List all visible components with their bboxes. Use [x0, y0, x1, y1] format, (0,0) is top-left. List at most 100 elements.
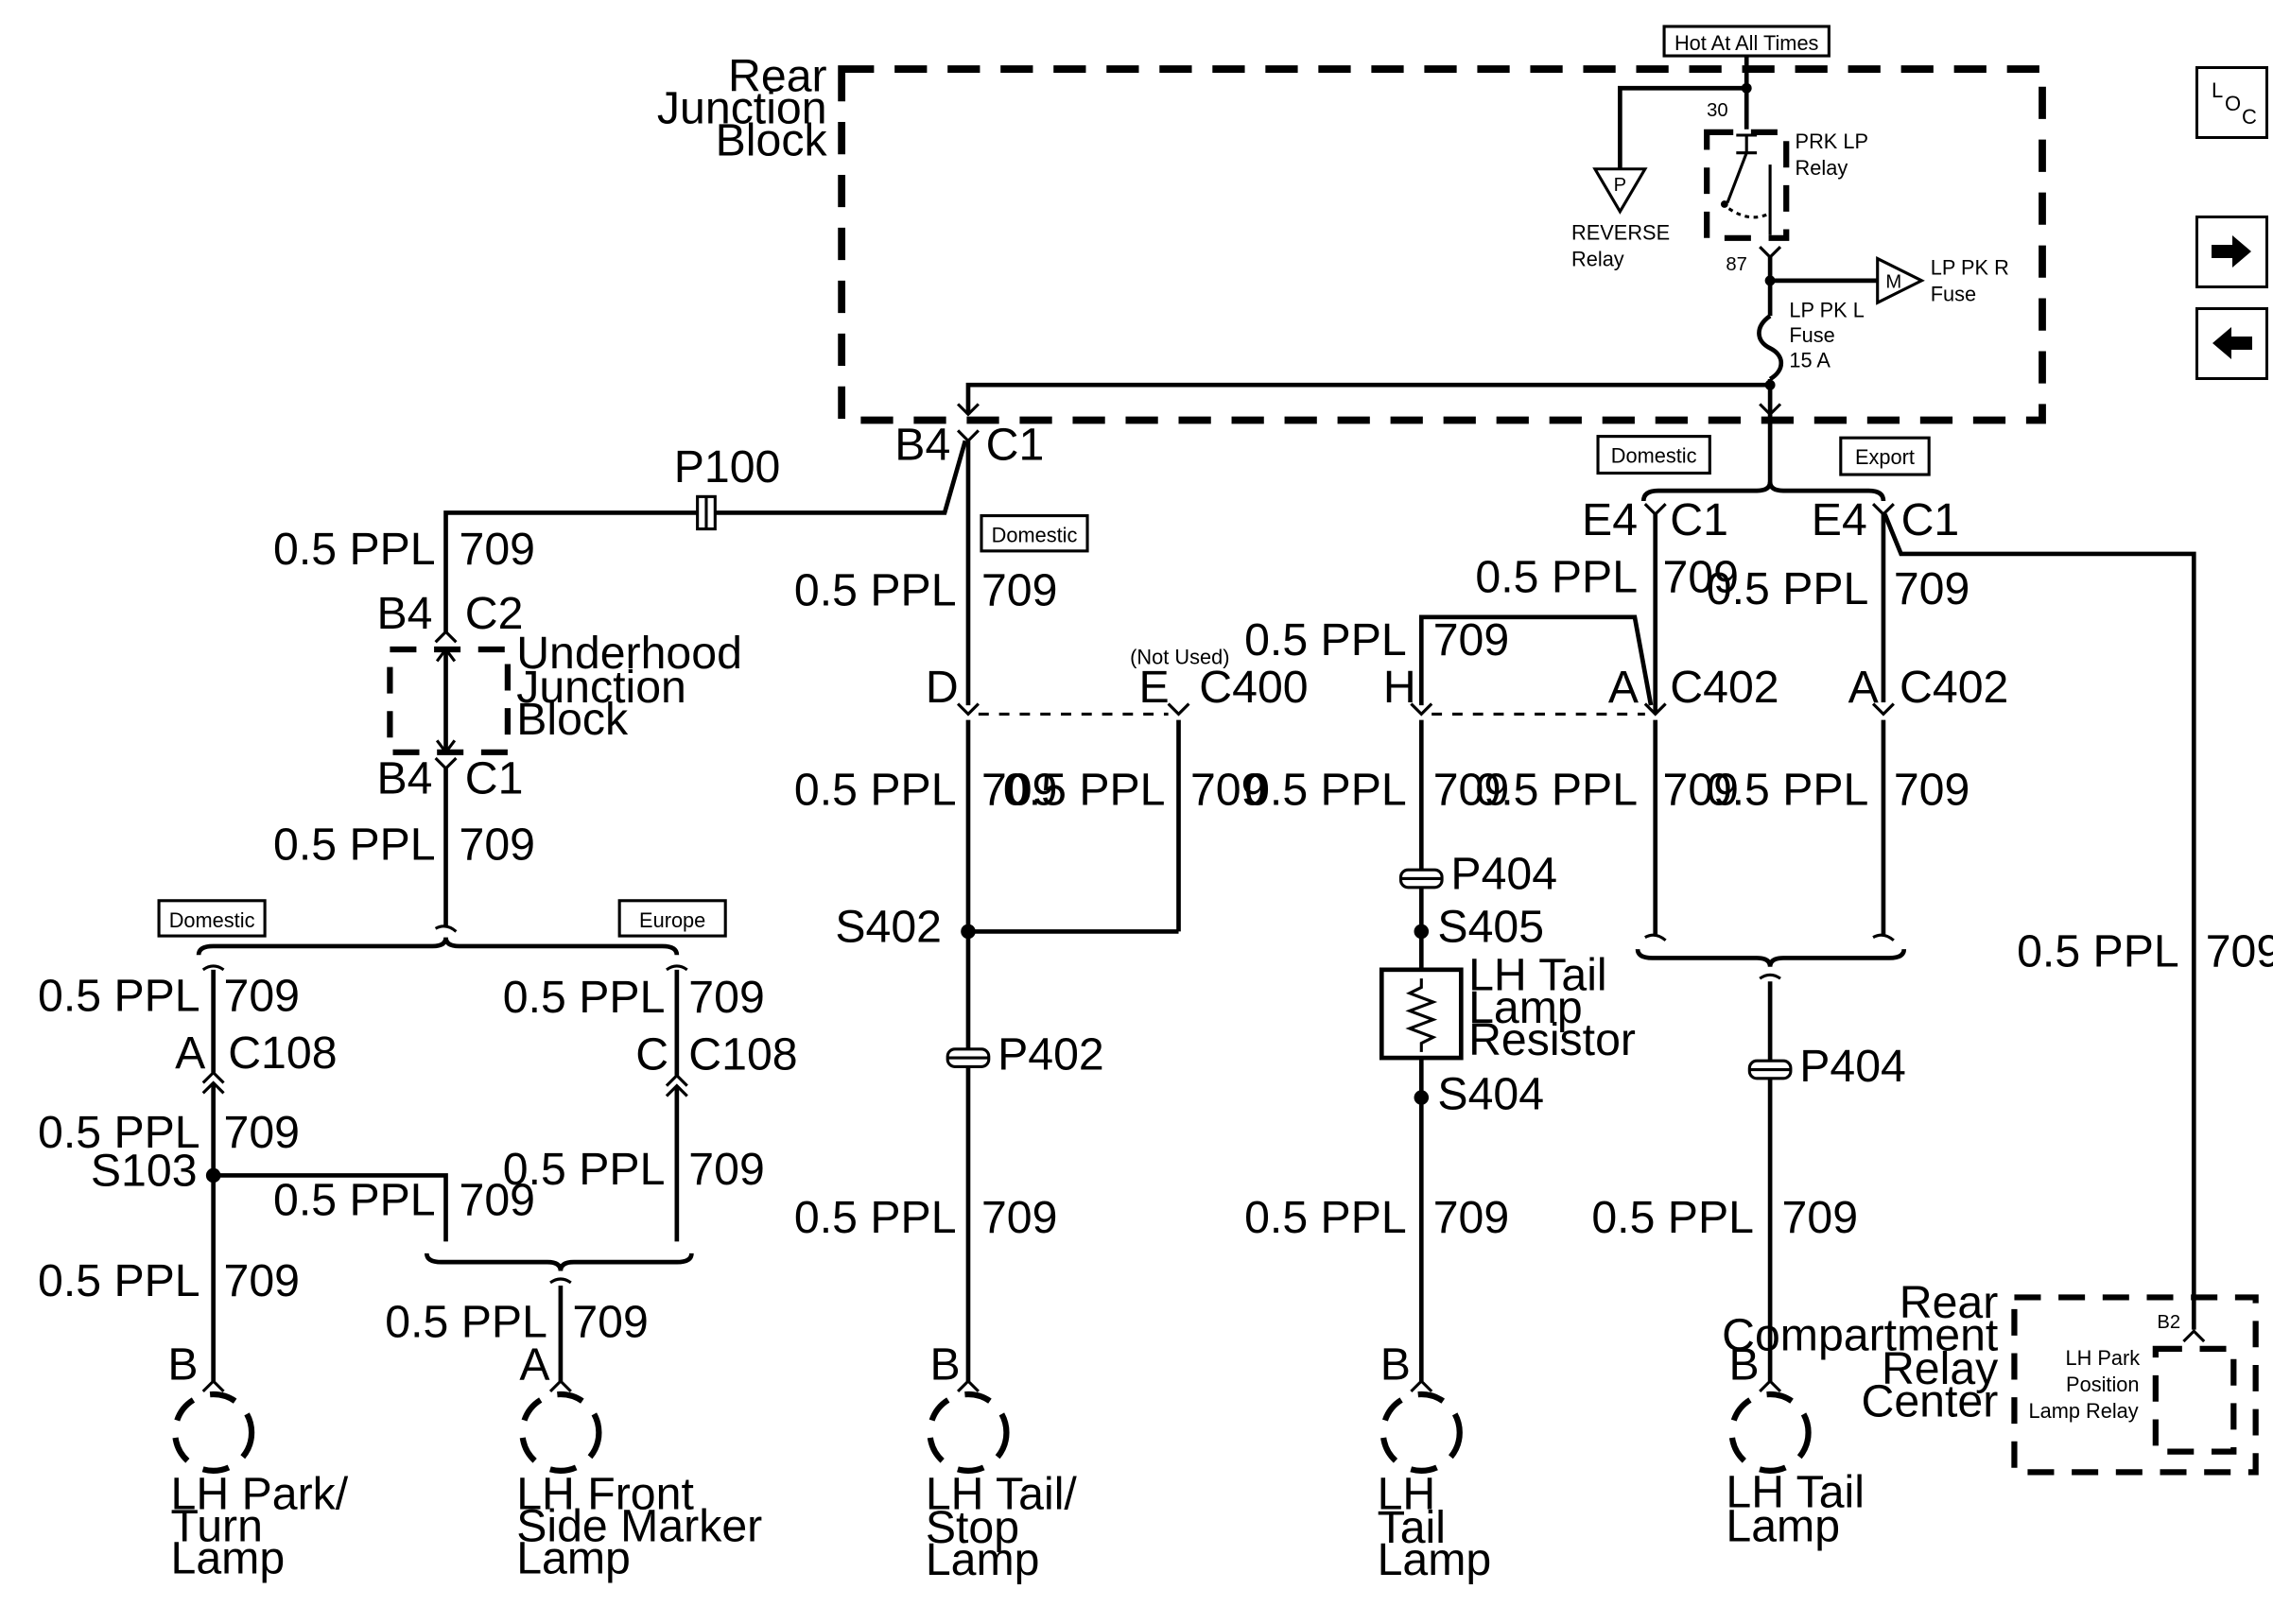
prk-lp-relay-label-1: PRK LP	[1796, 130, 1868, 153]
underhood-jb-outline	[387, 646, 512, 755]
p-symbol: P	[1614, 175, 1626, 196]
b4-label: B4	[377, 588, 433, 639]
underhood-jb-label-1: Underhood	[516, 628, 742, 679]
lh-park-relay-label-2: Position	[2066, 1373, 2139, 1396]
circuit-label: 709	[1433, 765, 1509, 816]
connector-arrow	[956, 429, 980, 443]
s402-label: S402	[835, 901, 942, 952]
p100-wire	[443, 440, 968, 632]
relay-switch-arm	[1726, 152, 1748, 204]
c108-label: C108	[688, 1029, 797, 1080]
domestic-option-box	[157, 899, 267, 938]
lamp-park-turn-label-3: Lamp	[171, 1533, 286, 1584]
wire-size-label: 0.5 PPL	[1003, 765, 1166, 816]
arrow-right-icon	[2212, 235, 2251, 268]
circuit-label: 709	[981, 1192, 1057, 1243]
c1-label: C1	[986, 420, 1045, 471]
export-option-box	[1839, 436, 1931, 476]
lamp-tail-1-label-3: Lamp	[1378, 1534, 1492, 1585]
hot-at-all-times-label: Hot At All Times	[1674, 31, 1819, 55]
circuit-label: 709	[224, 1107, 300, 1158]
lh-tail-lamp-1	[1379, 1391, 1463, 1474]
lamp-park-turn-label-2: Turn	[171, 1500, 263, 1551]
rcrc-label-4: Center	[1862, 1375, 1999, 1426]
rear-jb-bus-wire	[965, 382, 1771, 415]
b2-label: B2	[2157, 1312, 2180, 1333]
circuit-label: 709	[1663, 765, 1739, 816]
domestic-option-label: Domestic	[992, 524, 1078, 547]
circuit-label: 709	[1782, 1192, 1858, 1243]
e4-label: E4	[1582, 494, 1638, 545]
not-used-label: (Not Used)	[1130, 646, 1229, 669]
lamp-tail-1-label-2: Tail	[1378, 1502, 1446, 1553]
circuit-label: 709	[224, 1255, 300, 1306]
wire-size-label: 0.5 PPL	[38, 970, 200, 1021]
lp-pk-r-arrow	[1876, 256, 1925, 305]
p404-label: P404	[1799, 1041, 1906, 1092]
wire-size-label: 0.5 PPL	[503, 1144, 666, 1195]
wire-size-label: 0.5 PPL	[1244, 614, 1407, 665]
c402-label: C402	[1900, 662, 2008, 713]
c1-label: C1	[465, 752, 524, 803]
pin-b-label: B	[167, 1339, 198, 1391]
underhood-jb-label-3: Block	[516, 694, 629, 745]
circuit-label: 709	[688, 1144, 764, 1195]
domestic-option-label: Domestic	[169, 908, 255, 932]
lp-pk-r-label-1: LP PK R	[1931, 256, 2009, 280]
circuit-label: 709	[2206, 926, 2273, 977]
p404-label: P404	[1450, 848, 1557, 899]
reverse-relay-feed-wire	[1618, 85, 1747, 169]
pin-a-label: A	[1608, 662, 1640, 713]
pin-c-label: C	[635, 1029, 668, 1080]
wire-size-label: 0.5 PPL	[1244, 765, 1407, 816]
previous-page-button[interactable]	[2195, 307, 2268, 380]
next-page-button[interactable]	[2195, 216, 2268, 288]
wire-size-label: 0.5 PPL	[503, 972, 666, 1023]
circuit-label: 709	[1190, 765, 1266, 816]
resistor-zigzag	[1405, 978, 1438, 1052]
lp-pk-l-label-3: 15 A	[1789, 349, 1831, 372]
reverse-relay-label-1: REVERSE	[1571, 220, 1670, 244]
circuit-label: 709	[1433, 1192, 1509, 1243]
pin-d-label: D	[926, 662, 959, 713]
connector-arrow	[434, 630, 458, 644]
tail-lamp-feed-wire	[1418, 614, 1654, 706]
rear-junction-block-label-3: Block	[716, 115, 828, 166]
circuit-label: 709	[1894, 563, 1969, 614]
underhood-jb-label-2: Junction	[516, 662, 686, 713]
pin-a-label: A	[175, 1028, 206, 1079]
circuit-label: 709	[460, 819, 535, 870]
circuit-label: 709	[224, 970, 300, 1021]
connector-arrow	[956, 702, 1190, 717]
pin-a-label: A	[519, 1339, 550, 1391]
lamp-tail-stop-label-1: LH Tail/	[926, 1468, 1078, 1519]
connector-arrow	[1410, 702, 1895, 717]
s405-label: S405	[1437, 901, 1544, 952]
b4-label: B4	[377, 752, 433, 803]
prk-lp-relay-label-2: Relay	[1796, 156, 1848, 180]
wire-size-label: 0.5 PPL	[273, 524, 436, 575]
rcrc-label-1: Rear	[1900, 1277, 1999, 1328]
pin-b-label: B	[1729, 1339, 1760, 1391]
circuit-label: 709	[981, 765, 1057, 816]
circuit-label: 709	[460, 1174, 535, 1225]
lamp-side-marker-label-2: Side Marker	[516, 1500, 762, 1551]
wire-size-label: 0.5 PPL	[1475, 551, 1638, 602]
s405-splice	[1414, 924, 1430, 940]
reverse-relay-label-2: Relay	[1571, 247, 1624, 270]
domestic-option-box	[1596, 435, 1711, 475]
lamp-tail-stop-label-2: Stop	[926, 1502, 1019, 1553]
europe-option-label: Europe	[639, 908, 705, 932]
lp-pk-l-label-1: LP PK L	[1789, 299, 1865, 322]
component-locator-button[interactable]: L O C	[2195, 66, 2268, 139]
pin-h-label: H	[1383, 662, 1416, 713]
connector-arrow	[434, 756, 458, 771]
lamp-side-marker-label-1: LH Front	[516, 1468, 694, 1519]
option-brace	[424, 1253, 694, 1271]
rcrc-label-3: Relay	[1882, 1343, 1998, 1394]
circuit-label: 709	[1663, 551, 1739, 602]
loc-o: O	[2225, 92, 2241, 115]
lp-pk-l-label-2: Fuse	[1789, 323, 1834, 347]
circuit-label: 709	[1433, 614, 1509, 665]
circuit-label: 709	[1894, 765, 1969, 816]
